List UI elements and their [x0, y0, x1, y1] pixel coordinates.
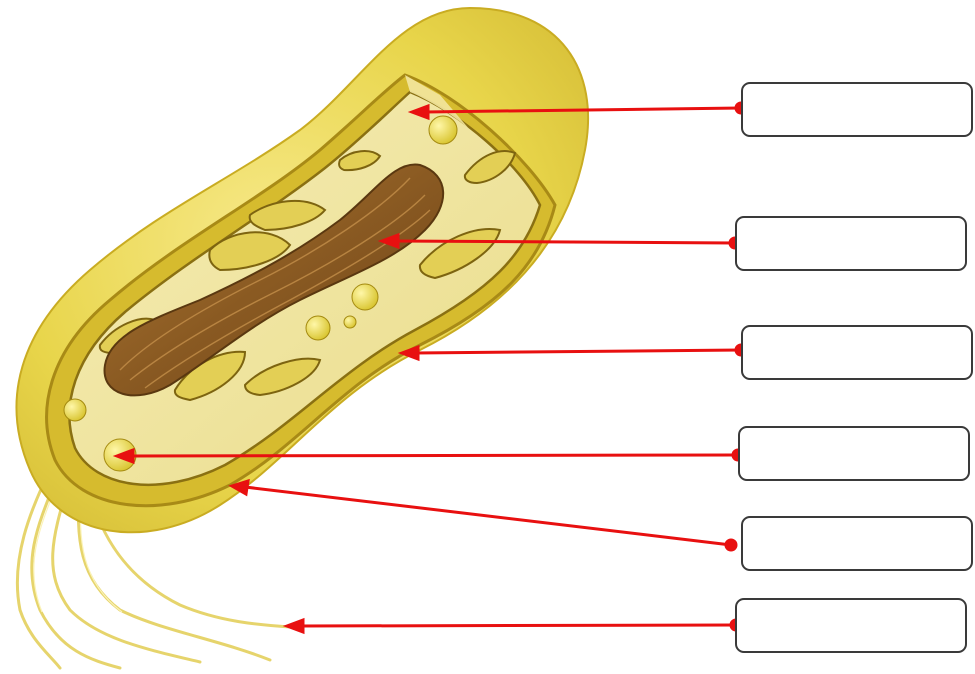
- label-box-3[interactable]: [741, 325, 973, 380]
- label-box-1[interactable]: [741, 82, 973, 137]
- label-box-4[interactable]: [738, 426, 970, 481]
- arrow-6: [300, 625, 736, 626]
- arrow-5: [245, 487, 731, 545]
- label-box-2[interactable]: [735, 216, 967, 271]
- label-box-6[interactable]: [735, 598, 967, 653]
- arrow-3: [415, 350, 741, 353]
- arrow-4: [130, 455, 738, 456]
- label-box-5[interactable]: [741, 516, 973, 571]
- arrow-2: [395, 241, 735, 243]
